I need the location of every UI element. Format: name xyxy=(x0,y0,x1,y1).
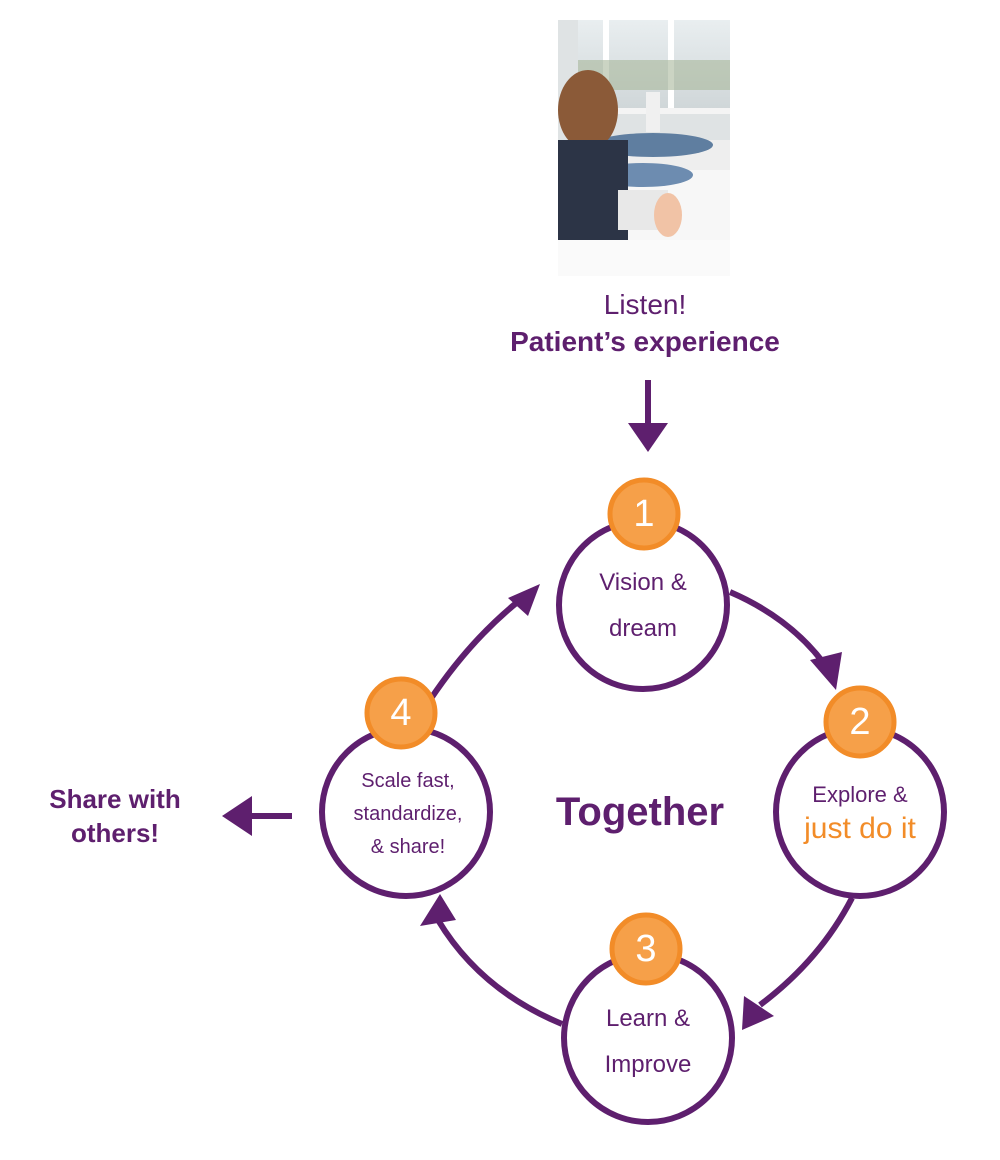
step-2-line1: Explore & xyxy=(812,782,908,807)
step-4-line1: Scale fast, xyxy=(361,770,455,792)
step-3-line2: Improve xyxy=(604,1051,692,1078)
arrow-3-to-4 xyxy=(435,918,564,1027)
step-3-label: Learn & Improve xyxy=(563,996,733,1088)
left-arrow-icon xyxy=(222,796,292,836)
step-4-line3: & share! xyxy=(370,836,446,858)
down-arrow-icon xyxy=(628,380,668,452)
step-4-badge xyxy=(364,676,438,750)
patient-photo xyxy=(558,20,730,276)
arrow-3-to-4-head xyxy=(420,894,456,926)
step-1-badge xyxy=(607,477,681,551)
step-4-number: 4 xyxy=(390,692,412,734)
step-1-number: 1 xyxy=(633,493,655,535)
step-4-label: Scale fast, standardize, & share! xyxy=(320,765,496,864)
arrow-2-to-3-head xyxy=(742,996,774,1030)
arrow-4-to-1-head xyxy=(508,584,540,616)
arrow-1-to-2-head xyxy=(810,652,842,690)
share-line2: others! xyxy=(70,818,160,848)
step-3-line1: Learn & xyxy=(605,1005,691,1032)
step-1-label: Vision & dream xyxy=(558,560,728,652)
patient-in-bed-image xyxy=(558,20,730,276)
share-with-others-text: Share with others! xyxy=(20,782,210,850)
patients-experience-text: Patient’s experience xyxy=(510,326,780,357)
step-2-number: 2 xyxy=(849,701,871,743)
step-2-label: Explore & just do it xyxy=(775,780,945,848)
arrow-4-to-1 xyxy=(427,597,522,702)
step-1-line1: Vision & xyxy=(599,569,687,596)
arrow-2-to-3 xyxy=(758,896,855,1008)
step-4-line2: standardize, xyxy=(353,803,463,825)
together-label: Together xyxy=(555,790,725,834)
step-3-number: 3 xyxy=(635,928,657,970)
share-line1: Share with xyxy=(49,784,181,814)
step-2-line2: just do it xyxy=(804,812,916,845)
step-2-badge xyxy=(823,685,897,759)
step-1-line2: dream xyxy=(608,615,678,642)
listen-text: Listen! xyxy=(603,289,687,320)
step-3-badge xyxy=(609,912,683,986)
